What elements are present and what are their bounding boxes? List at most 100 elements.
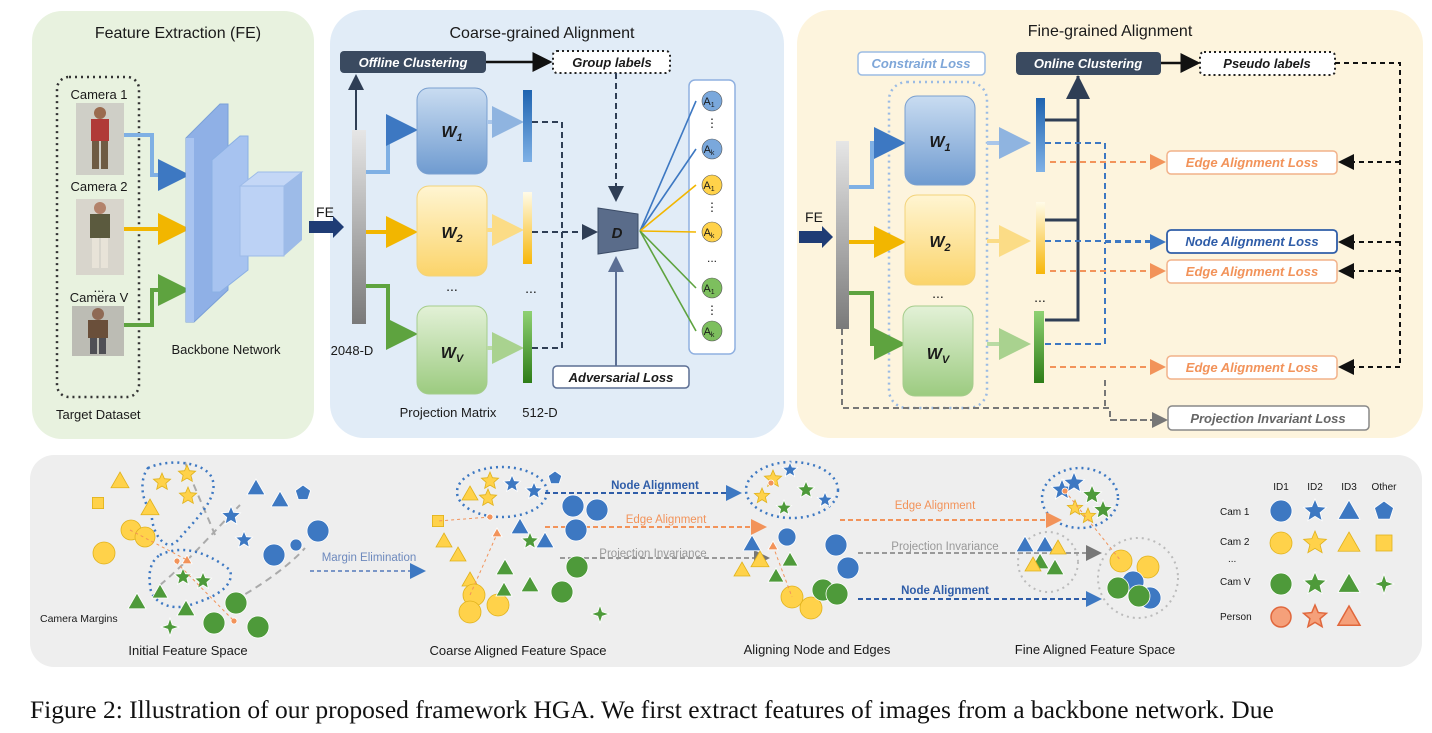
feature-marker <box>561 494 585 518</box>
node-loss-label: Node Alignment Loss <box>1185 234 1318 249</box>
feature-marker <box>173 566 193 586</box>
fine-w2-matrix <box>904 194 976 286</box>
edge-hint-line <box>469 533 498 596</box>
vec-512-v <box>523 311 532 383</box>
coarse-fe-label: FE <box>316 204 334 220</box>
feature-marker <box>435 532 453 548</box>
legend-circle <box>1269 499 1293 523</box>
feature-marker <box>202 611 226 635</box>
person-image-2 <box>76 199 124 275</box>
legend-person-star <box>1301 603 1329 629</box>
feature-marker <box>193 570 213 590</box>
legend-row-camv: Cam V <box>1220 577 1251 588</box>
fine-proj-arrow-1 <box>849 127 906 189</box>
feature-marker <box>1062 470 1086 493</box>
camera-group-box <box>55 75 141 399</box>
fine-vec-v <box>1034 311 1044 383</box>
offline-clustering-box <box>340 51 486 73</box>
fine-vec-2 <box>1036 202 1045 274</box>
feature-marker <box>796 479 816 499</box>
discriminator-output-fan <box>639 100 697 332</box>
legend-circle <box>1269 572 1293 596</box>
camera-v-label: Camera V <box>70 290 129 305</box>
fine-fe-arrow <box>799 226 833 248</box>
coarse-vec-ellipsis: ... <box>525 280 537 296</box>
feature-marker <box>1049 539 1067 555</box>
initial-cluster-yellow <box>141 461 215 546</box>
feature-marker <box>270 490 290 508</box>
camera-ellipsis: ... <box>94 280 105 295</box>
backbone-label: Backbone Network <box>171 342 281 357</box>
fine-w-ellipsis: ... <box>932 285 944 301</box>
fine-w1-matrix <box>904 95 976 186</box>
proj-arrow-1 <box>366 114 418 174</box>
legend-circle <box>1269 531 1293 555</box>
a-node-ellipsis: ⋮ <box>706 116 718 130</box>
online-clustering-box <box>1016 52 1161 75</box>
shape-legend: ID1 ID2 ID3 Other Cam 1 Cam 2 ... Cam V … <box>1220 482 1397 629</box>
w2-label: W2 <box>441 225 462 245</box>
edge-alignment-label-2: Edge Alignment <box>895 500 976 512</box>
legend-col-id2: ID2 <box>1307 482 1323 493</box>
feature-marker <box>246 478 266 496</box>
aligning-cluster <box>744 460 840 520</box>
feature-marker <box>159 616 181 638</box>
edge-alignment-label-1: Edge Alignment <box>626 514 707 526</box>
margin-elimination-label: Margin Elimination <box>322 552 417 564</box>
fine-proj-arrow-v <box>849 291 906 360</box>
feature-marker <box>836 556 860 580</box>
legend-triangle <box>1337 531 1361 552</box>
feature-marker <box>1015 535 1035 553</box>
feature-marker <box>1035 535 1055 553</box>
feature-marker <box>431 515 444 528</box>
feature-marker <box>781 460 799 478</box>
a-node-label: Ak <box>704 326 715 339</box>
feature-marker <box>140 498 160 516</box>
edge-hint-line <box>129 529 188 561</box>
feature-marker <box>535 531 555 549</box>
feature-marker <box>502 473 522 493</box>
node-loss-box <box>1166 229 1338 254</box>
feature-marker <box>589 603 611 625</box>
edge-hint-line <box>437 516 491 522</box>
feature-marker <box>478 487 498 507</box>
feature-marker <box>127 592 147 610</box>
camera-margins-label: Camera Margins <box>40 613 118 625</box>
a-node-ellipsis: ... <box>707 251 717 265</box>
fine-w1-label: W1 <box>929 134 950 154</box>
aligning-space-label: Aligning Node and Edges <box>744 642 891 657</box>
fine-wv-label: WV <box>927 346 951 366</box>
feature-marker <box>775 498 793 516</box>
w1-matrix <box>416 87 488 175</box>
pseudo-labels-connectors <box>1335 62 1401 368</box>
feature-marker <box>92 496 105 509</box>
d-to-a-link <box>639 230 697 289</box>
feature-marker <box>1024 556 1042 572</box>
dim-2048-label: 2048-D <box>331 343 374 358</box>
feature-marker <box>767 540 779 551</box>
edge-loss-box-2 <box>1166 259 1338 284</box>
a-node-label: A1 <box>703 180 714 193</box>
fine-vec-ellipsis: ... <box>1034 289 1046 305</box>
coarse-fe-arrow <box>309 216 344 238</box>
projection-invariant-connector <box>841 329 1166 421</box>
feature-marker <box>289 538 303 552</box>
feature-marker <box>753 486 771 504</box>
wv-label: WV <box>441 345 465 365</box>
feature-marker <box>767 479 775 487</box>
a-node-label: Ak <box>704 227 715 240</box>
fe-panel: Feature Extraction (FE) Camera 1 Camera … <box>32 11 314 439</box>
feature-marker <box>767 567 785 583</box>
fine-wv-matrix <box>902 305 974 397</box>
pseudo-labels-label: Pseudo labels <box>1223 56 1310 71</box>
feature-space-markers <box>92 460 1162 639</box>
node-alignment-label-2: Node Alignment <box>901 585 989 597</box>
coarse-title: Coarse-grained Alignment <box>450 25 636 42</box>
feature-space-panel: Camera Margins Margin Elimination Node A… <box>30 455 1422 667</box>
discriminator-d <box>597 207 639 255</box>
projection-invariant-loss-label: Projection Invariant Loss <box>1190 411 1345 426</box>
coarse-panel: Coarse-grained Alignment FE 2048-D Offli… <box>309 10 784 438</box>
feature-marker <box>565 555 589 579</box>
feature-marker <box>151 583 169 599</box>
feature-marker <box>585 498 609 522</box>
